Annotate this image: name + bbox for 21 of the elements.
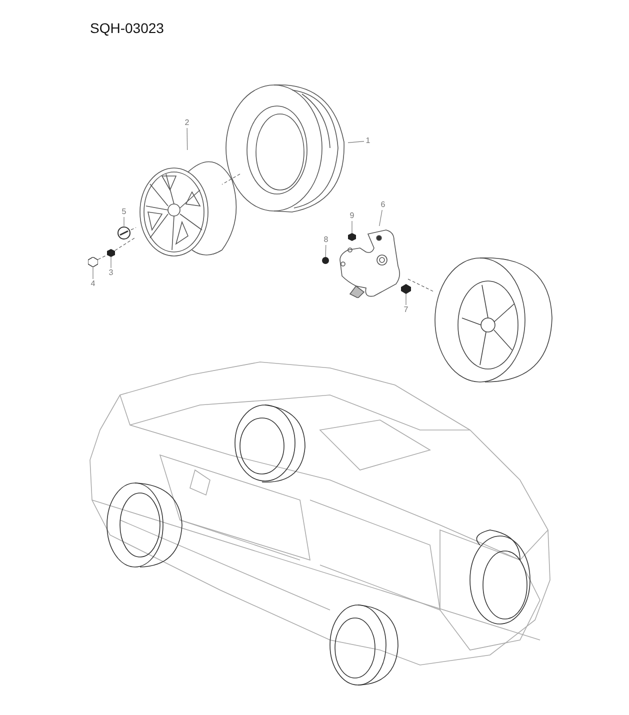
callout-number: 7 — [402, 305, 410, 315]
assembly-line — [98, 254, 108, 260]
drawing-number: SQH-03023 — [90, 20, 164, 36]
callout-number: 3 — [107, 268, 115, 278]
callout-number: 1 — [364, 136, 372, 146]
leader-line — [379, 210, 382, 226]
callout-number: 6 — [379, 200, 387, 210]
assembly-line — [130, 227, 136, 230]
callout-number: 4 — [89, 279, 97, 289]
leader-line — [348, 141, 364, 143]
callout-number: 8 — [322, 235, 330, 245]
callout-number: 5 — [120, 207, 128, 217]
leader-line — [186, 128, 188, 150]
assembly-line — [222, 174, 240, 185]
callout-number: 2 — [183, 118, 191, 128]
leader-line — [110, 256, 112, 268]
callout-number: 9 — [348, 211, 356, 221]
leader-line — [92, 266, 94, 280]
leader-line — [325, 244, 326, 258]
assembly-line — [408, 278, 434, 292]
assembly-line — [114, 236, 136, 251]
